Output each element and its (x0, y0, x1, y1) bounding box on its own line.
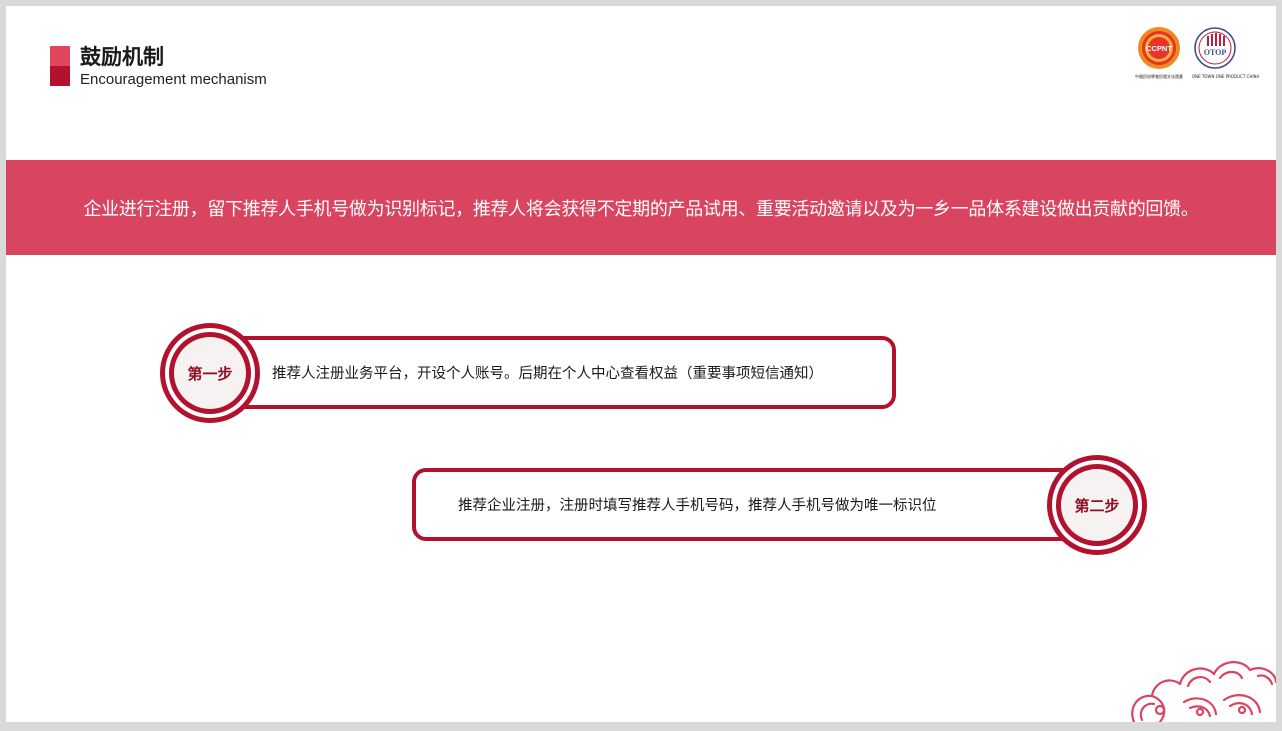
otop-logo: OTOP ONE TOWN ONE PRODUCT CHINA (1192, 26, 1260, 86)
step-2-label: 第二步 (1061, 469, 1133, 541)
ccpnt-logo: CCPNT 中國民俗學會民間文化遺產 (1134, 26, 1184, 86)
otop-logo-text: OTOP (1204, 48, 1227, 57)
ccpnt-logo-text: CCPNT (1146, 44, 1172, 53)
step-2-badge: 第二步 (1047, 455, 1147, 555)
page-subtitle: Encouragement mechanism (80, 71, 267, 88)
step-2-text: 推荐企业注册，注册时填写推荐人手机号码，推荐人手机号做为唯一标识位 (458, 498, 937, 514)
otop-emblem-icon: OTOP (1194, 27, 1236, 69)
step-1-badge: 第一步 (160, 323, 260, 423)
step-1-text: 推荐人注册业务平台，开设个人账号。后期在个人中心查看权益（重要事项短信通知） (272, 366, 823, 382)
slide: 鼓励机制 Encouragement mechanism CCPNT 中國民俗學… (6, 6, 1276, 722)
otop-caption: ONE TOWN ONE PRODUCT CHINA (1192, 74, 1260, 79)
title-accent-bottom (50, 66, 70, 86)
ccpnt-emblem-icon: CCPNT (1138, 27, 1180, 69)
step-1-label: 第一步 (174, 337, 246, 409)
page-title: 鼓励机制 (80, 45, 164, 69)
title-accent-mark (50, 46, 70, 86)
step-2-box: 推荐企业注册，注册时填写推荐人手机号码，推荐人手机号做为唯一标识位 (412, 468, 1080, 541)
intro-banner: 企业进行注册，留下推荐人手机号做为识别标记，推荐人将会获得不定期的产品试用、重要… (6, 160, 1276, 255)
step-1-box: 推荐人注册业务平台，开设个人账号。后期在个人中心查看权益（重要事项短信通知） (208, 336, 896, 409)
banner-text: 企业进行注册，留下推荐人手机号做为识别标记，推荐人将会获得不定期的产品试用、重要… (83, 198, 1199, 220)
ccpnt-caption: 中國民俗學會民間文化遺產 (1135, 74, 1183, 79)
auspicious-cloud-icon (1131, 661, 1276, 722)
title-accent-top (50, 46, 70, 66)
